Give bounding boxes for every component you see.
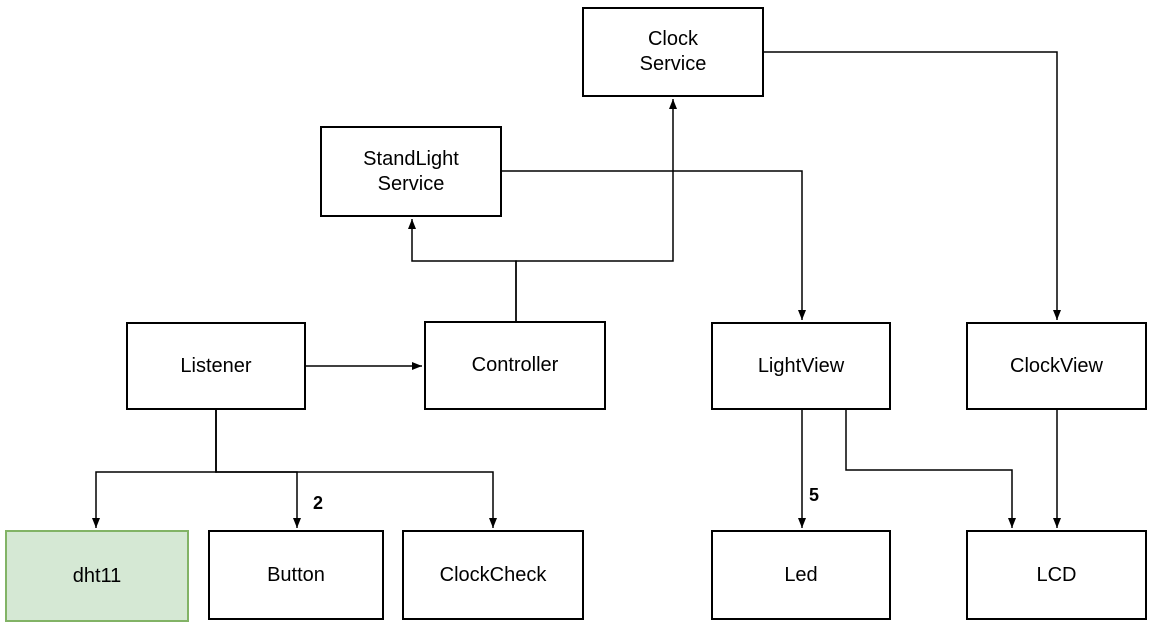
node-dht11: dht11 <box>5 530 189 622</box>
node-clock-service-label: Clock Service <box>639 28 707 75</box>
node-controller-label: Controller <box>471 354 559 376</box>
node-controller: Controller <box>424 321 606 410</box>
node-lcd: LCD <box>966 530 1147 620</box>
node-standlight-service-label: StandLight Service <box>363 147 459 195</box>
edge-lightview-lcd <box>845 410 1016 528</box>
edge-listener-button <box>215 410 301 528</box>
edge-listener-clockcheck <box>215 410 497 528</box>
node-clockview-label: ClockView <box>1010 354 1103 377</box>
node-lcd-label: LCD <box>1036 563 1077 586</box>
node-lightview: LightView <box>711 322 891 410</box>
node-lightview-label: LightView <box>757 354 845 377</box>
node-clockview: ClockView <box>966 322 1147 410</box>
node-listener-label: Listener <box>180 354 252 377</box>
edge-standlight-service-lightview <box>502 170 806 320</box>
edge-controller-standlight-service <box>408 219 517 321</box>
edge-listener-dht11 <box>92 410 217 528</box>
node-standlight-service: StandLight Service <box>320 126 502 217</box>
node-clock-service: Clock Service <box>582 7 764 97</box>
node-button: Button <box>208 530 384 620</box>
node-dht11-label: dht11 <box>72 564 122 587</box>
edge-label-listener-button-multiplicity: 2 <box>313 493 324 513</box>
node-led: Led <box>711 530 891 620</box>
edge-label-lightview-led-multiplicity: 5 <box>809 485 820 505</box>
node-listener: Listener <box>126 322 306 410</box>
node-clockcheck: ClockCheck <box>402 530 584 620</box>
node-button-label: Button <box>267 563 325 586</box>
node-clockcheck-label: ClockCheck <box>439 563 547 586</box>
edge-controller-clock-service <box>515 99 677 321</box>
node-led-label: Led <box>784 563 818 586</box>
edge-clock-service-clockview <box>764 51 1061 320</box>
